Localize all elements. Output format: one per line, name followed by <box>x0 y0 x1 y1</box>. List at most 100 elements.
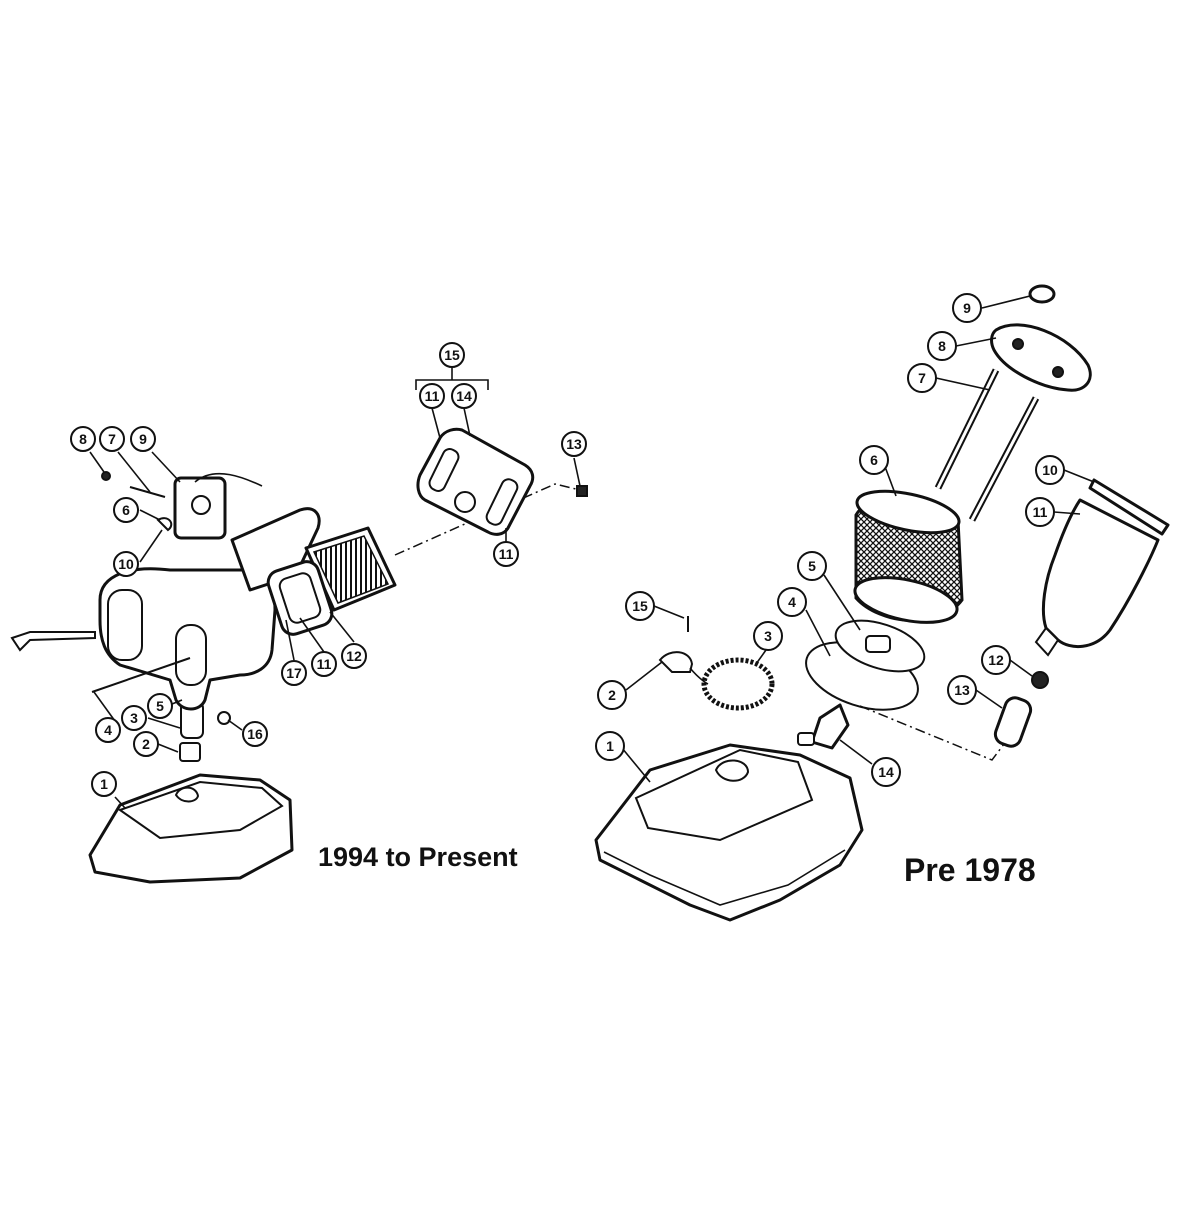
svg-text:13: 13 <box>954 682 970 698</box>
callout-r6: 6 <box>859 445 889 475</box>
leader-r2 <box>625 661 663 691</box>
svg-text:12: 12 <box>988 652 1004 668</box>
left-cover-port <box>454 491 476 513</box>
callout-l5: 5 <box>147 693 173 719</box>
left-switch-cord <box>194 472 263 487</box>
callout-l3: 3 <box>121 705 147 731</box>
right-base-rim <box>603 849 846 906</box>
left-assembly <box>10 379 588 884</box>
right-filter-bottom <box>853 576 959 624</box>
callout-l11a: 11 <box>419 383 445 409</box>
callout-r12: 12 <box>981 645 1011 675</box>
svg-text:5: 5 <box>156 698 164 714</box>
callout-r10: 10 <box>1035 455 1065 485</box>
callout-r4: 4 <box>777 587 807 617</box>
callout-r5: 5 <box>797 551 827 581</box>
right-gasket-hub <box>865 635 891 653</box>
leader-r5 <box>823 574 861 631</box>
left-switch-knob <box>191 495 211 515</box>
left-gasket-inner <box>278 572 322 624</box>
right-tube-connector <box>993 696 1033 748</box>
leader-r11 <box>1053 511 1081 515</box>
svg-text:6: 6 <box>870 452 878 468</box>
left-pin <box>129 486 166 498</box>
leader-r14 <box>839 739 873 765</box>
right-bag-neck <box>1034 626 1060 657</box>
callout-r2: 2 <box>597 680 627 710</box>
callout-l4: 4 <box>95 717 121 743</box>
callout-l1: 1 <box>91 771 117 797</box>
leader-r10 <box>1063 469 1095 483</box>
left-cover-slot-a <box>428 448 460 492</box>
callout-r13: 13 <box>947 675 977 705</box>
svg-text:11: 11 <box>425 388 440 404</box>
right-cap-nut <box>1028 284 1056 304</box>
right-base-top <box>634 748 814 842</box>
right-top-frame <box>990 323 1092 392</box>
leader-l5 <box>171 699 183 705</box>
svg-text:12: 12 <box>346 648 362 664</box>
callout-r1: 1 <box>595 731 625 761</box>
leader-r13 <box>975 689 1003 709</box>
callout-l7: 7 <box>99 426 125 452</box>
callout-l15: 15 <box>439 342 465 368</box>
left-cover-slot-b <box>485 478 519 526</box>
right-frame-hole-a <box>1012 338 1024 350</box>
right-fitting <box>1031 671 1049 689</box>
caption-1994-to-present: 1994 to Present <box>318 842 518 872</box>
svg-text:17: 17 <box>286 665 302 681</box>
left-rod <box>91 657 191 693</box>
right-bag <box>1041 498 1160 649</box>
right-rod-a-core <box>936 369 998 489</box>
leader-r6 <box>883 463 897 497</box>
leader-l9 <box>151 451 181 483</box>
svg-text:11: 11 <box>499 546 514 562</box>
right-coil <box>701 657 775 711</box>
leader-l3 <box>147 717 181 729</box>
leader-l14 <box>463 407 471 437</box>
left-housing-slot-a <box>107 589 143 661</box>
svg-text:7: 7 <box>918 370 926 386</box>
svg-text:1: 1 <box>100 776 108 792</box>
callout-r3: 3 <box>753 621 783 651</box>
svg-text:8: 8 <box>79 431 87 447</box>
callout-l11b: 11 <box>493 541 519 567</box>
svg-text:3: 3 <box>130 710 138 726</box>
callout-l9: 9 <box>130 426 156 452</box>
callout-r15: 15 <box>625 591 655 621</box>
svg-text:14: 14 <box>456 388 472 404</box>
svg-text:7: 7 <box>108 431 116 447</box>
right-callouts: 1 2 3 4 5 6 7 8 9 10 11 12 13 14 15 <box>595 293 1095 787</box>
svg-text:14: 14 <box>878 764 894 780</box>
leader-l2 <box>157 743 179 753</box>
leader-l11a <box>431 407 441 439</box>
svg-text:5: 5 <box>808 558 816 574</box>
leader-l16 <box>227 719 243 731</box>
right-assembly <box>594 284 1170 922</box>
svg-text:4: 4 <box>104 722 112 738</box>
left-screw <box>217 711 231 725</box>
callout-r14: 14 <box>871 757 901 787</box>
callout-l13: 13 <box>561 431 587 457</box>
right-bag-strip <box>1088 478 1170 536</box>
callout-r8: 8 <box>927 331 957 361</box>
left-axis-line <box>394 483 581 556</box>
svg-text:6: 6 <box>122 502 130 518</box>
callout-l6: 6 <box>113 497 139 523</box>
right-filter-top <box>855 489 961 535</box>
leader-r3 <box>755 649 767 665</box>
left-lever <box>10 631 96 652</box>
svg-text:4: 4 <box>788 594 796 610</box>
svg-text:13: 13 <box>566 436 582 452</box>
right-base-handle-slot <box>714 759 750 782</box>
callout-l10: 10 <box>113 551 139 577</box>
left-nut <box>101 471 111 481</box>
svg-text:1: 1 <box>606 738 614 754</box>
leader-l7 <box>117 451 151 493</box>
right-elbow-nozzle <box>797 732 815 746</box>
svg-text:2: 2 <box>608 687 616 703</box>
leader-l12 <box>329 611 355 643</box>
svg-text:15: 15 <box>632 598 648 614</box>
svg-text:16: 16 <box>247 726 263 742</box>
leader-r8 <box>955 337 997 347</box>
